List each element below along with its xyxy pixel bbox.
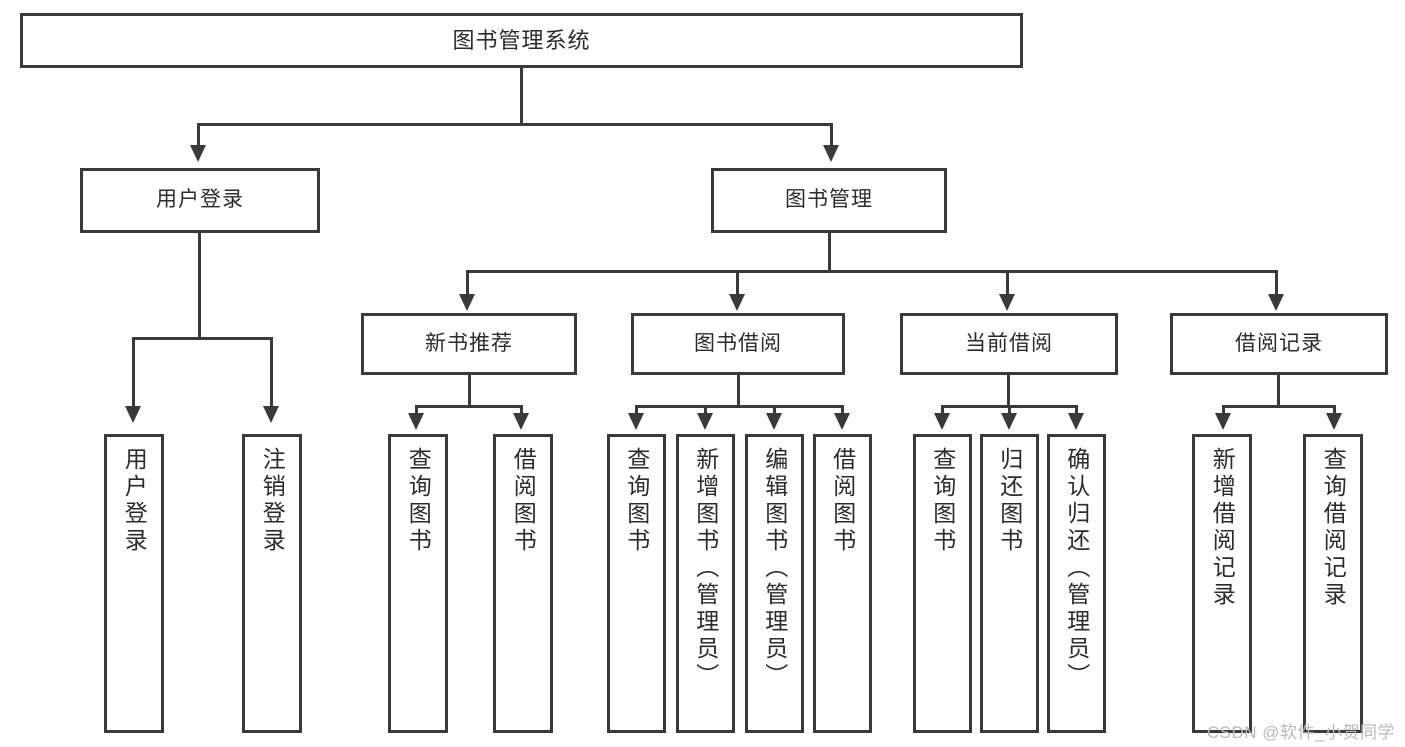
connector-record-drop-0 <box>1222 405 1225 415</box>
node-label: 确认归还（管理员） <box>1063 447 1090 690</box>
arrow-level3-2 <box>999 294 1015 311</box>
node-label: 用户登录 <box>156 188 244 212</box>
node-current-borrow[interactable]: 当前借阅 <box>900 313 1118 375</box>
connector-level3-drop-0 <box>466 270 469 294</box>
leaf-borrow-query-book[interactable]: 查询图书 <box>607 434 666 733</box>
connector-level2-drop-0 <box>197 123 200 145</box>
connector-level3-bus <box>466 270 1278 273</box>
node-label: 查询借阅记录 <box>1320 447 1347 609</box>
arrow-recommend-leaf-0 <box>408 413 424 430</box>
connector-level3-drop-2 <box>1006 270 1009 294</box>
node-label: 图书借阅 <box>694 331 782 355</box>
arrow-level3-3 <box>1268 294 1284 311</box>
leaf-record-add-record[interactable]: 新增借阅记录 <box>1192 434 1252 733</box>
node-user-login[interactable]: 用户登录 <box>80 168 320 233</box>
connector-current-drop-1 <box>1008 405 1011 415</box>
csdn-watermark: CSDN @软件_小贺同学 <box>1206 723 1395 742</box>
node-label: 借阅图书 <box>829 447 856 555</box>
connector-borrow-stem <box>737 375 740 408</box>
node-label: 新增图书（管理员） <box>692 447 719 690</box>
node-book-borrow[interactable]: 图书借阅 <box>631 313 845 375</box>
connector-book-management-stem <box>828 233 831 273</box>
node-label: 编辑图书（管理员） <box>761 447 788 690</box>
leaf-current-return-book[interactable]: 归还图书 <box>980 434 1039 733</box>
leaf-current-confirm-return-admin[interactable]: 确认归还（管理员） <box>1047 434 1106 733</box>
node-label: 查询图书 <box>623 447 650 555</box>
arrow-level3-1 <box>729 294 745 311</box>
connector-recommend-stem <box>468 375 471 408</box>
node-label: 当前借阅 <box>965 331 1053 355</box>
leaf-record-query-record[interactable]: 查询借阅记录 <box>1303 434 1363 733</box>
connector-level3-drop-1 <box>736 270 739 294</box>
leaf-recommend-query-book[interactable]: 查询图书 <box>388 434 448 733</box>
leaf-recommend-borrow-book[interactable]: 借阅图书 <box>493 434 553 733</box>
arrow-user-login-leaf-0 <box>125 406 141 423</box>
node-label: 用户登录 <box>121 447 148 555</box>
node-book-management[interactable]: 图书管理 <box>711 168 947 233</box>
connector-root-stem <box>520 68 523 125</box>
arrow-user-login-leaf-1 <box>263 406 279 423</box>
leaf-borrow-add-book-admin[interactable]: 新增图书（管理员） <box>676 434 735 733</box>
connector-level2-drop-1 <box>830 123 833 145</box>
connector-recommend-bus <box>415 405 523 408</box>
arrow-borrow-leaf-3 <box>834 413 850 430</box>
connector-record-drop-1 <box>1333 405 1336 415</box>
connector-borrow-drop-3 <box>841 405 844 415</box>
node-label: 新书推荐 <box>425 331 513 355</box>
arrow-borrow-leaf-2 <box>766 413 782 430</box>
leaf-borrow-borrow-book[interactable]: 借阅图书 <box>813 434 872 733</box>
leaf-borrow-edit-book-admin[interactable]: 编辑图书（管理员） <box>745 434 804 733</box>
node-label: 查询图书 <box>929 447 956 555</box>
arrow-borrow-leaf-1 <box>697 413 713 430</box>
arrow-borrow-leaf-0 <box>628 413 644 430</box>
arrow-record-leaf-0 <box>1215 413 1231 430</box>
connector-record-bus <box>1222 405 1336 408</box>
arrow-current-leaf-1 <box>1001 413 1017 430</box>
connector-borrow-bus <box>635 405 844 408</box>
node-label: 归还图书 <box>996 447 1023 555</box>
node-label: 借阅记录 <box>1235 331 1323 355</box>
node-root-system[interactable]: 图书管理系统 <box>20 13 1023 68</box>
node-label: 新增借阅记录 <box>1209 447 1236 609</box>
connector-user-login-stem <box>198 233 201 339</box>
node-borrow-record[interactable]: 借阅记录 <box>1170 313 1388 375</box>
node-label: 图书管理 <box>785 188 873 212</box>
arrow-current-leaf-0 <box>934 413 950 430</box>
leaf-user-login-logout[interactable]: 注销登录 <box>242 434 302 733</box>
connector-user-login-drop-0 <box>132 337 135 406</box>
node-label: 图书管理系统 <box>452 27 591 53</box>
leaf-user-login-login[interactable]: 用户登录 <box>104 434 164 733</box>
connector-recommend-drop-1 <box>520 405 523 415</box>
connector-borrow-drop-0 <box>635 405 638 415</box>
connector-current-drop-0 <box>941 405 944 415</box>
connector-user-login-drop-1 <box>270 337 273 406</box>
leaf-current-query-book[interactable]: 查询图书 <box>913 434 972 733</box>
arrow-record-leaf-1 <box>1326 413 1342 430</box>
node-label: 借阅图书 <box>510 447 537 555</box>
connector-level3-drop-3 <box>1275 270 1278 294</box>
arrow-level2-1 <box>823 145 839 162</box>
connector-current-stem <box>1007 375 1010 408</box>
arrow-recommend-leaf-1 <box>513 413 529 430</box>
connector-level2-bus <box>197 123 833 126</box>
arrow-level2-0 <box>190 145 206 162</box>
connector-user-login-bus <box>132 337 270 340</box>
connector-borrow-drop-1 <box>704 405 707 415</box>
node-label: 注销登录 <box>259 447 286 555</box>
connector-recommend-drop-0 <box>415 405 418 415</box>
node-new-book-recommend[interactable]: 新书推荐 <box>361 313 577 375</box>
arrow-level3-0 <box>459 294 475 311</box>
node-label: 查询图书 <box>405 447 432 555</box>
connector-record-stem <box>1277 375 1280 408</box>
connector-borrow-drop-2 <box>773 405 776 415</box>
connector-current-drop-2 <box>1075 405 1078 415</box>
arrow-current-leaf-2 <box>1068 413 1084 430</box>
